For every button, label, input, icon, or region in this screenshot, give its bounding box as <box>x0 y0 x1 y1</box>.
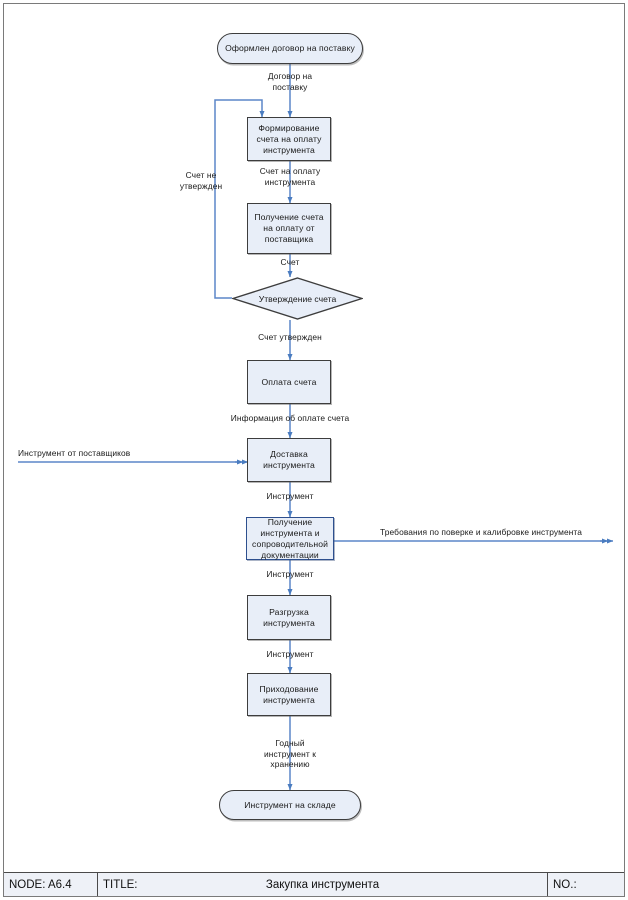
footer-no-label: NO.: <box>553 878 577 891</box>
footer-title-label: TITLE: <box>103 878 138 891</box>
edge-label-storable-tool: Годный инструмент к хранению <box>263 738 317 769</box>
edge-label-bill-for-payment: Счет на оплату инструмента <box>259 166 321 187</box>
node-get-bill[interactable]: Получение счета на оплату от поставщика <box>247 203 331 254</box>
edge-label-approved: Счет утвержден <box>258 332 322 342</box>
edge-label-tool-from-suppliers: Инструмент от поставщиков <box>18 448 131 458</box>
node-income[interactable]: Приходование инструмента <box>247 673 331 716</box>
edge-label-tool-2: Инструмент <box>266 569 314 579</box>
node-end[interactable]: Инструмент на складе <box>219 790 361 820</box>
node-unload[interactable]: Разгрузка инструмента <box>247 595 331 640</box>
node-pay[interactable]: Оплата счета <box>247 360 331 404</box>
footer-title-value: Закупка инструмента <box>265 878 380 891</box>
edge-label-tool-1: Инструмент <box>266 491 314 501</box>
footer-no-cell: NO.: <box>548 873 624 896</box>
footer-bar: NODE: A6.4 TITLE: Закупка инструмента NO… <box>4 872 624 896</box>
node-approve[interactable]: Утверждение счета <box>232 277 363 320</box>
footer-node-cell: NODE: A6.4 <box>4 873 98 896</box>
footer-title-cell: TITLE: Закупка инструмента <box>98 873 548 896</box>
node-start-label: Оформлен договор на поставку <box>225 43 355 53</box>
footer-node-label: NODE: A6.4 <box>9 878 72 891</box>
node-income-label: Приходование инструмента <box>259 683 319 705</box>
node-receive-label: Получение инструмента и сопроводительной… <box>251 516 328 560</box>
edge-label-not-approved: Счет не утвержден <box>179 170 223 191</box>
node-receive[interactable]: Получение инструмента и сопроводительной… <box>246 517 334 560</box>
node-start[interactable]: Оформлен договор на поставку <box>217 33 363 64</box>
node-unload-label: Разгрузка инструмента <box>263 606 315 628</box>
edge-label-tool-3: Инструмент <box>266 649 314 659</box>
edge-label-bill: Счет <box>280 257 300 267</box>
node-pay-label: Оплата счета <box>261 376 317 387</box>
node-delivery-label: Доставка инструмента <box>263 449 315 470</box>
node-form-bill-label: Формирование счета на оплату инструмента <box>256 122 322 155</box>
edge-label-calibration-req: Требования по поверке и калибровке инстр… <box>380 527 583 537</box>
node-form-bill[interactable]: Формирование счета на оплату инструмента <box>247 117 331 161</box>
edge-not-approved-loop <box>214 99 265 299</box>
node-end-label: Инструмент на складе <box>244 799 336 810</box>
edge-label-payment-info: Информация об оплате счета <box>230 413 350 423</box>
edge-label-contract: Договор на поставку <box>267 71 313 92</box>
node-delivery[interactable]: Доставка инструмента <box>247 438 331 482</box>
node-get-bill-label: Получение счета на оплату от поставщика <box>254 212 324 244</box>
